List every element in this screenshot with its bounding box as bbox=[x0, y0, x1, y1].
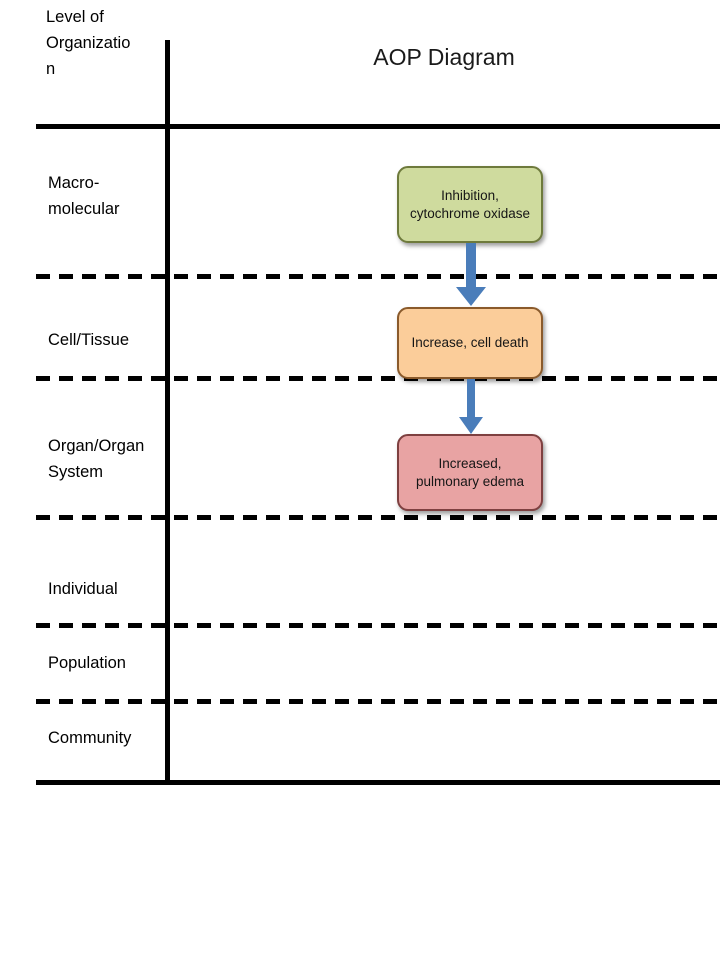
page-title: AOP Diagram bbox=[373, 44, 515, 70]
grid-rule-dashed-1 bbox=[36, 274, 720, 279]
grid-rule-dashed-5 bbox=[36, 699, 720, 704]
axis-vertical-divider bbox=[165, 40, 170, 785]
node-increase-cell-death[interactable]: Increase, cell death bbox=[397, 307, 543, 379]
row-label-macromolecular: Macro- molecular bbox=[48, 174, 120, 218]
row-label-population: Population bbox=[48, 654, 126, 672]
grid-rule-top bbox=[36, 124, 720, 129]
grid-rule-dashed-3 bbox=[36, 515, 720, 520]
row-label-cell-tissue: Cell/Tissue bbox=[48, 331, 129, 349]
grid-rule-dashed-2 bbox=[36, 376, 720, 381]
row-label-community: Community bbox=[48, 729, 132, 747]
grid-rule-dashed-4 bbox=[36, 623, 720, 628]
arrow-cell-death-to-pulmonary-edema bbox=[458, 379, 484, 435]
row-label-individual: Individual bbox=[48, 580, 118, 598]
row-label-organ-organ-system: Organ/Organ System bbox=[48, 437, 145, 481]
grid-rule-bottom bbox=[36, 780, 720, 785]
node-increased-pulmonary-edema[interactable]: Increased, pulmonary edema bbox=[397, 434, 543, 511]
node-inhibition-cytochrome-oxidase[interactable]: Inhibition, cytochrome oxidase bbox=[397, 166, 543, 243]
axis-header-label: Level of Organizatio n bbox=[46, 8, 131, 78]
arrow-inhibition-to-cell-death bbox=[455, 243, 487, 307]
